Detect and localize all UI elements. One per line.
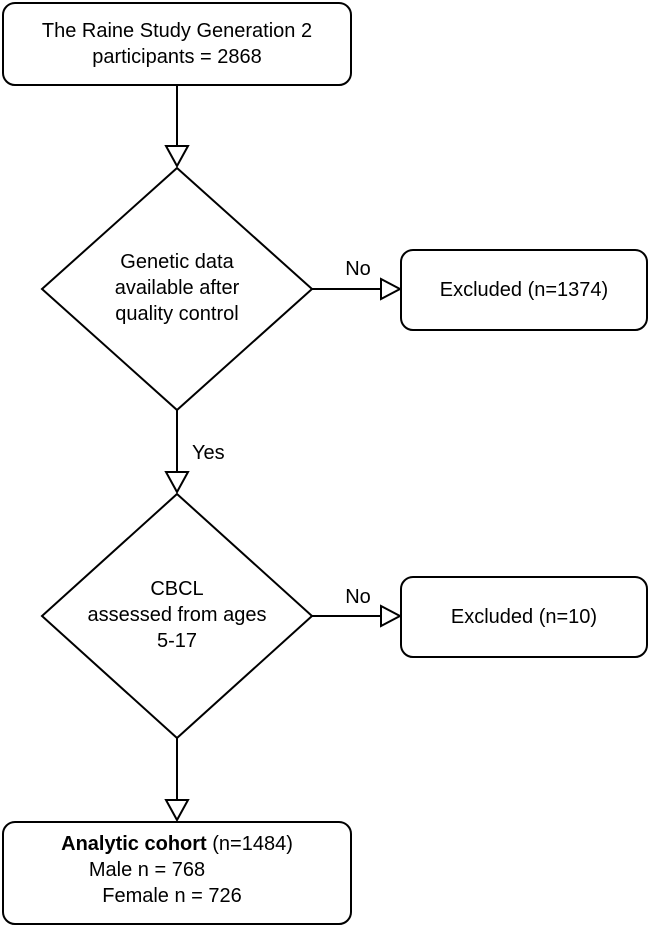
arrowhead-excluded1 [380,277,403,301]
decision1-line3: quality control [115,303,239,325]
start-line2: participants = 2868 [92,46,262,68]
excluded2-box [400,576,648,658]
start-line1: The Raine Study Generation 2 [41,20,313,42]
decision2-line2: assessed from ages [87,604,267,626]
edge-label-no1: No [345,258,371,280]
excluded1-text: Excluded (n=1374) [439,279,609,301]
cohort-female: Female n = 726 [102,885,242,907]
excluded1-box [400,249,648,331]
decision1-line1: Genetic data [120,251,234,273]
cohort-title: Analytic cohort (n=1484) [3,831,351,857]
cohort-title-count: (n=1484) [206,833,293,855]
start-box-text: The Raine Study Generation 2 participant… [3,18,351,70]
cohort-male: Male n = 768 [88,859,206,881]
decision2-line3: 5-17 [156,630,198,652]
arrowhead-decision2 [164,471,190,495]
cohort-title-bold: Analytic cohort [61,833,207,855]
edge-label-no2: No [345,586,371,608]
arrowhead-excluded2 [380,604,403,628]
arrowhead-decision1 [164,145,190,169]
cohort-box-text: Analytic cohort (n=1484) Male n = 768 Fe… [3,831,351,909]
decision2-line1: CBCL [150,578,204,600]
decision2-text: CBCL assessed from ages 5-17 [57,576,297,654]
edge-label-yes1: Yes [192,442,225,464]
arrowhead-cohort [164,799,190,823]
cohort-box [2,821,352,925]
decision1-line2: available after [114,277,240,299]
excluded2-text: Excluded (n=10) [450,606,598,628]
decision1-text: Genetic data available after quality con… [57,249,297,327]
